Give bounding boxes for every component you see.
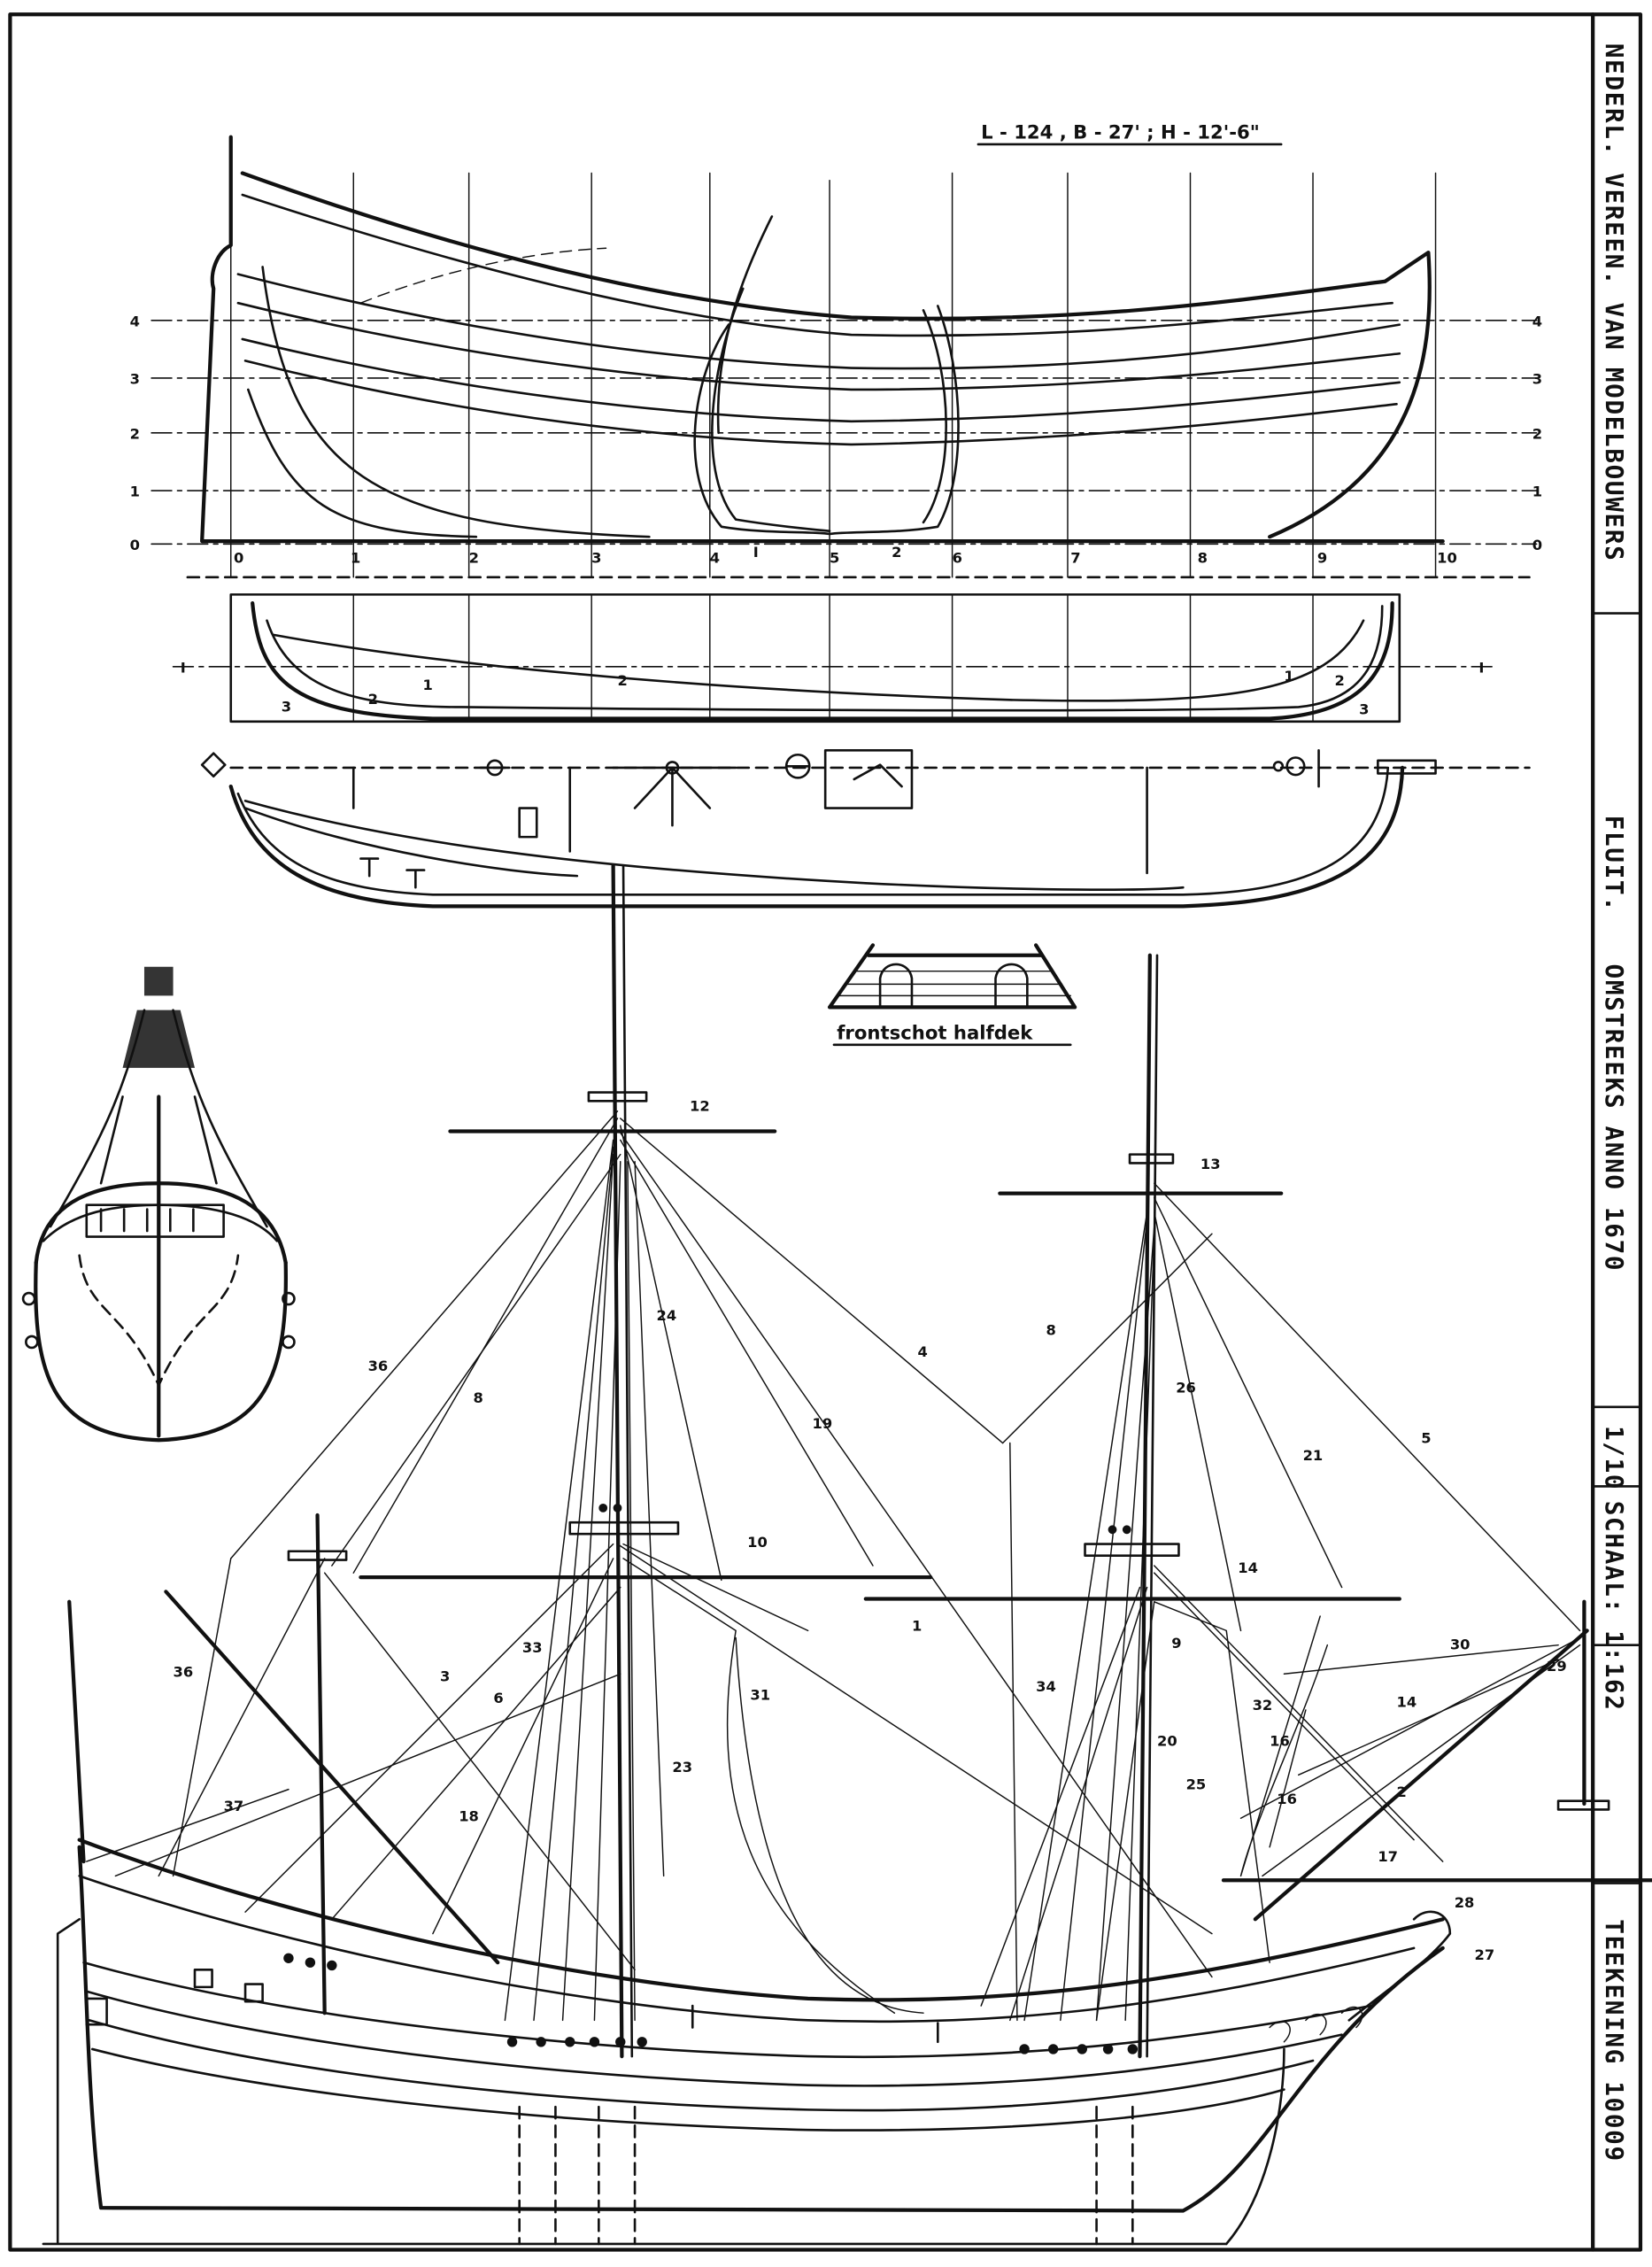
rigging-label: 18 [459,1807,479,1824]
rigging-label: 36 [174,1664,194,1681]
bow-view [21,966,296,1443]
waterline-label: 3 [1532,370,1542,387]
rigging-label: 19 [813,1415,833,1432]
rigging-label: 17 [1378,1848,1398,1865]
waterline-label: 1 [1532,484,1542,500]
half-breadth-label: 1 [423,677,433,693]
rigging-label: 23 [672,1759,692,1776]
society-name: NEDERL. VEREEN. VAN MODELBOUWERS [1600,43,1629,562]
rigging-label: 14 [1238,1559,1258,1576]
rigging-label: 29 [1547,1658,1567,1675]
half-breadth-label: 2 [618,672,628,689]
station-label: 8 [1198,550,1208,567]
half-breadth-label: 3 [1359,701,1369,718]
rigging-label: 9 [1171,1635,1181,1652]
scale-label: SCHAAL: 1:162 [1600,1501,1629,1712]
half-breadth-label: 1 [1284,668,1293,685]
half-breadth-label: I [181,659,186,676]
half-breadth-plan: I I 3 2 1 2 1 2 3 [172,576,1531,723]
station-label: 6 [953,550,962,567]
rigging-label: 32 [1253,1697,1273,1714]
rigging-label: 27 [1475,1946,1495,1963]
station-label: 2 [469,550,479,567]
waterline-label: 4 [1532,313,1542,329]
outer-border [8,12,1643,2252]
station-label: 9 [1317,550,1327,567]
rigging-label: 1 [912,1617,922,1634]
station-label: 10 [1437,550,1457,567]
rigging-label: 5 [1421,1430,1431,1447]
half-breadth-label: 2 [1334,672,1344,689]
waterline-label: 0 [130,537,140,553]
rigging-label: 33 [522,1639,543,1656]
rigging-label: 10 [747,1534,768,1551]
rigging-label: 31 [750,1687,770,1704]
deck-plan [200,749,1531,909]
waterline-label: 4 [130,313,140,329]
station-label: 0 [234,550,243,567]
waterline-label: 2 [1532,425,1542,442]
rigging-label: 3 [440,1667,450,1684]
ship-date: OMSTREEKS ANNO 1670 [1600,964,1629,1273]
rigging-label: 2 [1397,1783,1407,1800]
half-breadth-label: 3 [282,698,291,715]
rigging [86,1110,1581,2022]
half-breadth-label: I [1478,659,1484,676]
detail-caption: frontschot halfdek [837,1021,1033,1043]
rigging-label: 14 [1397,1694,1417,1711]
station-label: 2 [892,544,901,561]
waterline-label: 2 [130,425,140,442]
rigging-label: 8 [1046,1321,1056,1338]
rigging-label: 24 [657,1307,677,1324]
rigging-label: 16 [1277,1791,1297,1807]
hull-profile [42,1838,1452,2246]
half-breadth-label: 2 [368,691,378,708]
rigging-label: 20 [1157,1733,1177,1750]
fraction-mark: 1/10 [1600,1426,1629,1490]
rigging-label: 30 [1450,1636,1471,1653]
dimensions-title: L - 124 , B - 27' ; H - 12'-6" [981,120,1260,143]
rigging-label: 36 [368,1358,389,1374]
rigging-labels: 12 13 24 26 19 21 4 5 8 8 36 10 14 30 29… [174,1098,1567,1963]
sheer-plan: 4 3 2 1 0 4 3 2 1 0 0 1 2 3 4 I 5 2 6 7 … [130,135,1542,578]
frontschot-detail: frontschot halfdek [827,943,1077,1047]
rigging-label: 16 [1270,1733,1290,1750]
drawing-number: TEEKENING 10009 [1600,1919,1629,2162]
station-label: 4 [710,550,720,567]
ship-type: FLUIT. [1600,816,1629,913]
deadeyes [283,1503,1139,2054]
station-label: 1 [351,550,360,567]
station-label: 7 [1070,550,1080,567]
rigging-label: 28 [1455,1894,1475,1911]
rigging-label: 12 [690,1098,710,1115]
rigging-label: 8 [474,1389,483,1406]
rigging-label: 37 [224,1798,244,1814]
rigging-label: 26 [1176,1380,1196,1397]
rigging-label: 6 [493,1690,503,1706]
waterline-label: 1 [130,484,140,500]
waterline-label: 0 [1532,537,1542,553]
waterline-label: 3 [130,370,140,387]
rigging-label: 25 [1186,1776,1207,1793]
title-strip: NEDERL. VEREEN. VAN MODELBOUWERS FLUIT. … [1591,43,1642,2163]
station-label: 3 [591,550,601,567]
rigging-label: 4 [917,1343,927,1360]
rigging-label: 21 [1303,1447,1324,1464]
rigging-label: 34 [1036,1678,1056,1695]
rigging-label: 13 [1200,1156,1221,1172]
station-label: 5 [830,550,839,567]
station-label: I [753,544,759,561]
